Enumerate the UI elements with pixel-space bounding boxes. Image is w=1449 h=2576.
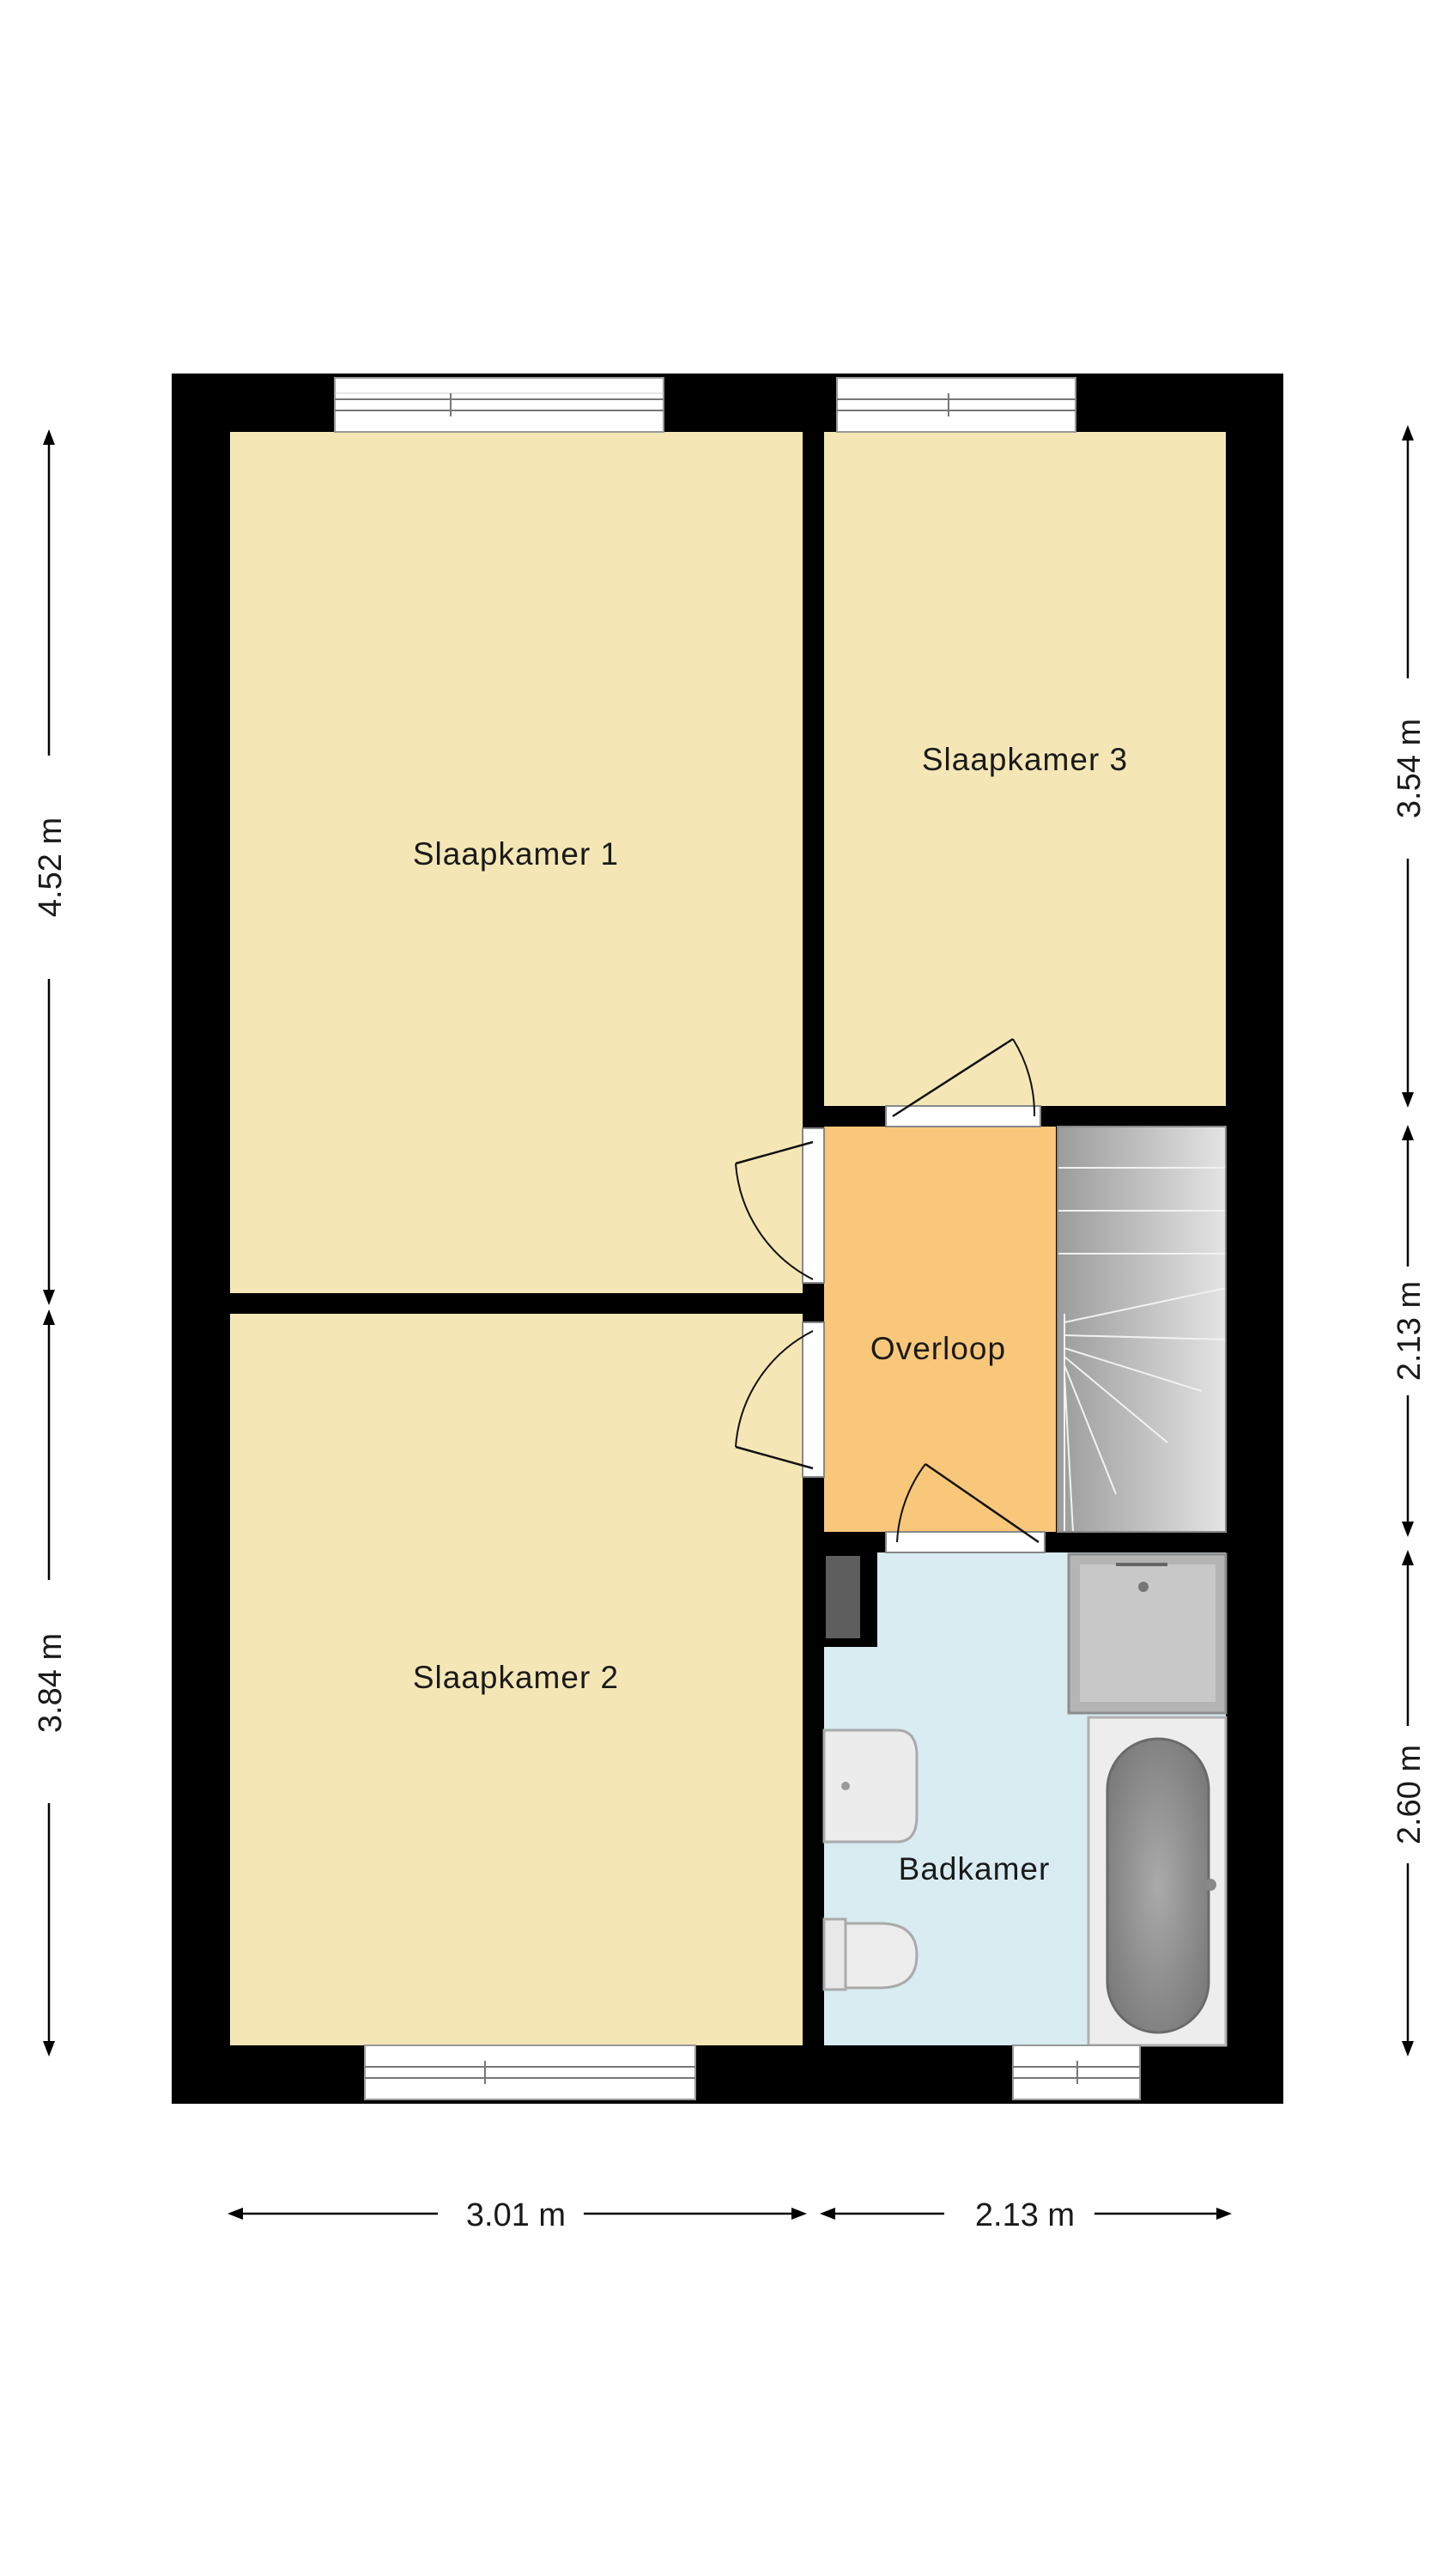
door-badkamer xyxy=(896,1462,1040,1544)
dim-label-right-bottom: 2.60 m xyxy=(1391,1745,1428,1844)
shower-tray xyxy=(1067,1552,1228,1715)
dim-label-bottom-left: 3.01 m xyxy=(466,2197,566,2233)
slaapkamer-3-floor xyxy=(824,432,1226,1106)
slaapkamer-2-floor xyxy=(230,1314,803,2045)
toilet xyxy=(822,1917,919,1991)
dimension-left-bottom: 3.84 m xyxy=(33,1309,69,2057)
bathtub xyxy=(1087,1716,1228,2047)
window-badkamer xyxy=(1012,2044,1141,2100)
door-opening-slaapkamer-2 xyxy=(802,1321,825,1478)
door-opening-slaapkamer-1 xyxy=(802,1127,825,1284)
dim-label-left-bottom: 3.84 m xyxy=(33,1633,69,1733)
slaapkamer-1-floor xyxy=(230,432,803,1293)
dim-label-right-middle: 2.13 m xyxy=(1391,1281,1428,1381)
room-label-slaapkamer-3: Slaapkamer 3 xyxy=(922,742,1128,777)
overloop-floor xyxy=(824,1127,1056,1532)
door-slaapkamer-2 xyxy=(735,1330,814,1470)
dim-label-bottom-right: 2.13 m xyxy=(975,2197,1075,2233)
dim-label-left-top: 4.52 m xyxy=(33,817,69,917)
door-slaapkamer-1 xyxy=(735,1140,814,1280)
door-opening-badkamer xyxy=(885,1531,1046,1553)
dimension-right-bottom: 2.60 m xyxy=(1391,1550,1428,2057)
room-label-badkamer: Badkamer xyxy=(899,1851,1051,1886)
room-label-slaapkamer-2: Slaapkamer 2 xyxy=(413,1660,619,1695)
room-label-slaapkamer-1: Slaapkamer 1 xyxy=(413,836,619,872)
washbasin xyxy=(822,1728,919,1844)
door-opening-slaapkamer-3 xyxy=(885,1105,1041,1127)
window-slaapkamer-1 xyxy=(334,377,664,433)
door-slaapkamer-3 xyxy=(892,1037,1036,1118)
dimension-bottom-left: 3.01 m xyxy=(227,2197,807,2233)
dimension-right-middle: 2.13 m xyxy=(1391,1125,1428,1537)
window-slaapkamer-3 xyxy=(836,377,1076,433)
dimension-right-top: 3.54 m xyxy=(1391,425,1428,1108)
room-label-overloop: Overloop xyxy=(870,1331,1006,1366)
staircase xyxy=(1057,1126,1227,1533)
dimension-left-top: 4.52 m xyxy=(33,429,69,1305)
window-slaapkamer-2 xyxy=(364,2044,696,2100)
dimension-bottom-right: 2.13 m xyxy=(820,2197,1232,2233)
dim-label-right-top: 3.54 m xyxy=(1391,719,1428,818)
